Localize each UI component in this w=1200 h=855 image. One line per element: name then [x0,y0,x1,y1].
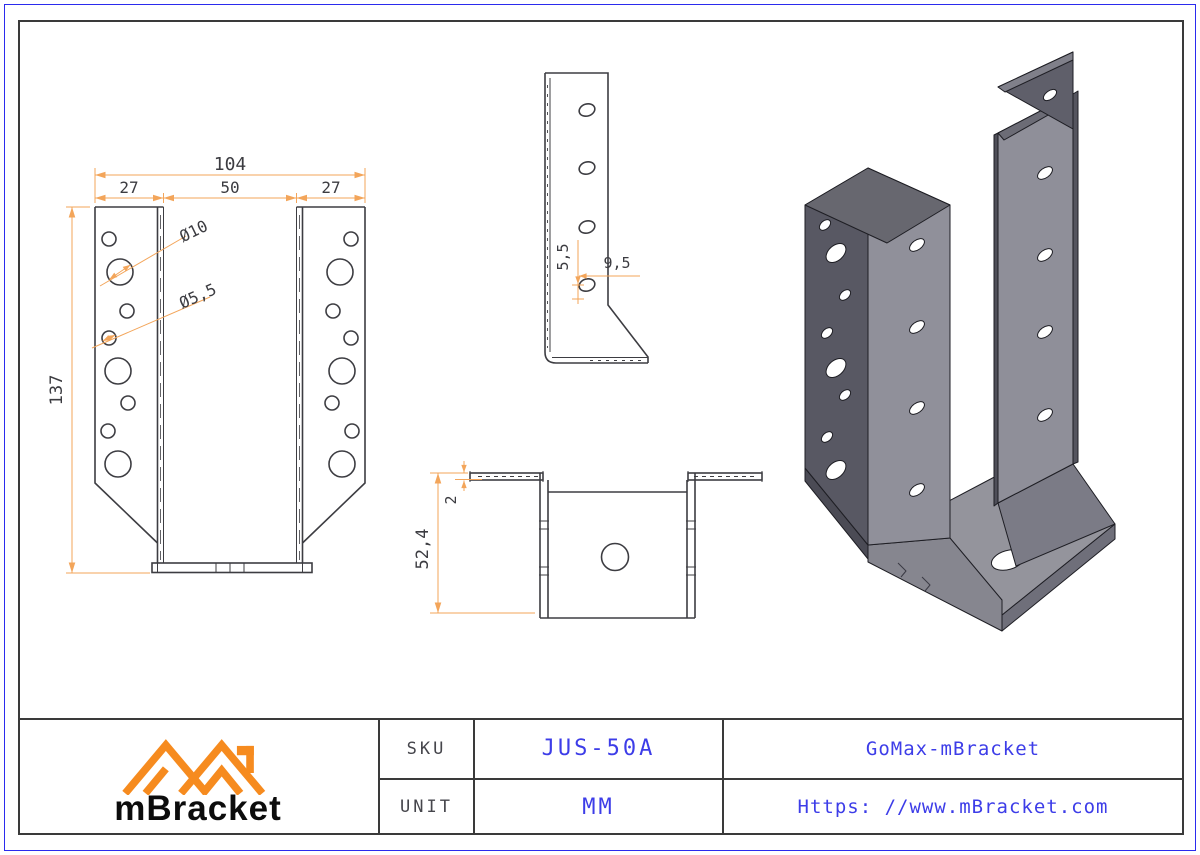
iso-flap-hole [1042,88,1058,102]
unit-value: MM [582,794,615,820]
iso-chamfer-notches [897,562,931,592]
dim-524-text: 52,4 [413,529,433,570]
unit-label-cell: UNIT [378,777,473,835]
top-view: 52,4 2 [413,461,763,619]
iso-right-plate-edge [993,132,999,507]
title-block-grid: SKU JUS-50A GoMax-mBracket UNIT MM Https… [378,720,1182,835]
sku-label: SKU [406,738,447,759]
unit-label: UNIT [400,797,453,818]
sheet-outer-border [4,4,1196,851]
brand-cell: GoMax-mBracket [722,720,1182,778]
side-view-dims: 5,5 9,5 [554,240,640,304]
sku-value: JUS-50A [541,736,656,762]
dim-height: 137 [47,206,150,574]
sheet-inner-border [18,20,1184,835]
brand-text: GoMax-mBracket [865,737,1041,760]
dim-flange-widths: 27 50 27 [95,178,365,203]
front-view: 104 27 50 27 137 [47,154,366,574]
dim-total-width: 104 [94,154,366,203]
logo-text: mBracket [114,789,282,828]
unit-value-cell: MM [473,777,722,835]
iso-left-dark-face-holes [818,219,852,481]
dim-d55-text: Ø5,5 [176,279,219,312]
dim-27l-text: 27 [119,178,138,197]
iso-view [804,51,1116,632]
iso-right-plate-edge2 [1072,90,1079,465]
dim-d10-text: Ø10 [176,216,210,246]
sku-value-cell: JUS-50A [473,720,722,778]
dim-104-text: 104 [214,154,247,175]
front-left-plate-holes [100,231,136,478]
drawing-area: 104 27 50 27 137 [47,51,1116,632]
dim-55-text: 5,5 [554,243,572,270]
dim-137-text: 137 [47,375,67,406]
dim-95-text: 9,5 [603,254,630,272]
top-view-dims: 52,4 2 [413,461,535,614]
iso-top-flap-edge [997,51,1074,93]
sku-label-cell: SKU [378,720,473,778]
dim-2-text: 2 [442,495,460,504]
side-view-slots [578,102,596,293]
website-text: Https: //www.mBracket.com [797,796,1109,819]
title-block: mBracket SKU JUS-50A GoMax-mBracket UNIT… [18,718,1182,835]
iso-left-light-face-holes [909,238,925,497]
side-view: 5,5 9,5 [544,72,649,364]
logo-roof-icon [122,739,266,795]
iso-right-plate [997,93,1074,504]
logo: mBracket [18,720,378,835]
dim-27r-text: 27 [321,178,340,197]
iso-right-plate-holes [1037,166,1053,422]
iso-top-cap [804,167,951,244]
website-cell: Https: //www.mBracket.com [722,777,1182,835]
dim-50-text: 50 [220,178,239,197]
front-right-plate-holes [324,231,360,478]
